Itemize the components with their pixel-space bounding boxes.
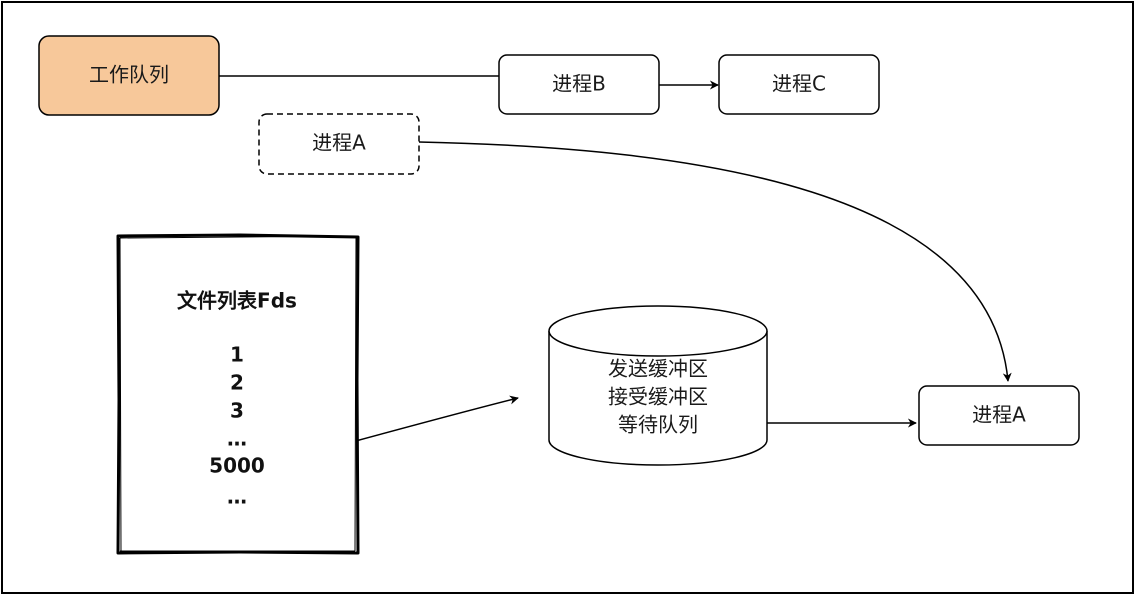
fd-list-box-sketch — [119, 235, 357, 552]
fd-list-item: … — [227, 485, 247, 509]
process-a-dashed-box — [258, 113, 420, 175]
fd-list-item: 5000 — [209, 454, 265, 478]
socket-line-wait-queue: 等待队列 — [618, 413, 698, 437]
fd-list-item: … — [227, 427, 247, 451]
process-c-label: 进程C — [772, 72, 826, 96]
process-a-node: 进程A — [918, 385, 1080, 446]
fd-list-node: 文件列表Fds 1 2 3 … 5000 … — [116, 233, 360, 555]
work-queue-label: 工作队列 — [89, 63, 169, 87]
work-queue-node: 工作队列 — [38, 35, 220, 116]
fd-list-item: 3 — [230, 399, 244, 423]
process-a-label: 进程A — [972, 403, 1026, 427]
socket-node: 发送缓冲区 接受缓冲区 等待队列 — [548, 305, 768, 466]
process-a-box — [918, 385, 1080, 446]
process-b-node: 进程B — [498, 54, 660, 115]
fd-list-box — [116, 233, 360, 555]
socket-cylinder-top — [548, 305, 768, 357]
work-queue-box — [38, 35, 220, 116]
socket-cylinder-body — [548, 331, 768, 466]
process-a-dashed-label: 进程A — [312, 131, 366, 155]
fd-list-item: 1 — [230, 343, 244, 367]
process-a-dashed-node: 进程A — [258, 113, 420, 175]
socket-line-recv-buffer: 接受缓冲区 — [608, 385, 708, 409]
process-b-label: 进程B — [552, 72, 606, 96]
fd-list-items: 1 2 3 … 5000 … — [209, 343, 265, 509]
arrow-dashed-a-to-a — [418, 141, 1012, 382]
process-b-box — [498, 54, 660, 115]
socket-line-send-buffer: 发送缓冲区 — [608, 357, 708, 381]
process-c-node: 进程C — [718, 54, 880, 115]
process-c-box — [718, 54, 880, 115]
fd-list-item: 2 — [230, 371, 244, 395]
fd-list-title: 文件列表Fds — [177, 289, 297, 313]
